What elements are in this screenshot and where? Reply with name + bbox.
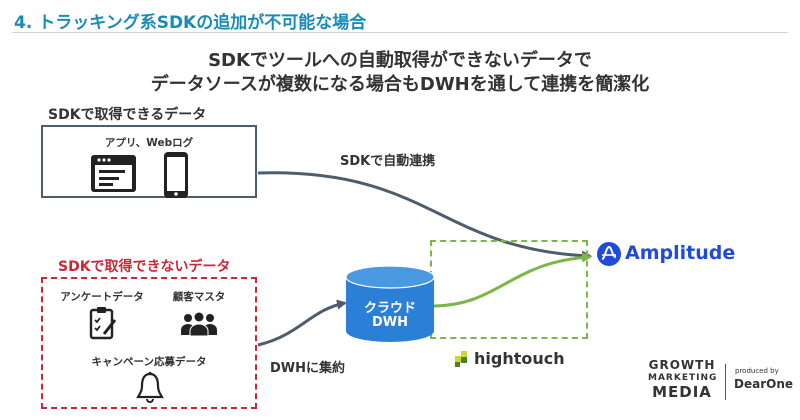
users-group-icon [181,311,217,336]
dwh-collect-label: DWHに集約 [270,361,346,376]
sdk-auto-link-label: SDKで自動連携 [340,154,436,169]
dwh-to-amplitude-arrow [433,252,592,308]
header-divider [12,32,788,33]
sdk-item-label: アプリ、Webログ [104,137,194,149]
nosdk-data-box [41,277,257,409]
survey-data-label: アンケートデータ [60,291,144,303]
growth-marketing-media-logo-growth: GROWTH [648,358,716,372]
campaign-data-label: キャンペーン応募データ [91,356,207,368]
amplitude-label: Amplitude [625,242,736,264]
headline-line-1: SDKでツールへの自動取得ができないデータで [208,50,592,71]
nosdk-section-title: SDKで取得できないデータ [58,259,231,275]
dearone-logo: DearOne [734,377,793,391]
hightouch-logo-icon [455,351,467,367]
sdk-section-title: SDKで取得できるデータ [48,107,207,123]
sdk-to-amplitude-arrow [257,171,592,261]
sdk-data-box [41,125,257,198]
page-title: 4. トラッキング系SDKの追加が不可能な場合 [14,13,367,33]
dwh-label-1: クラウド [363,301,416,316]
amplitude-logo-icon [597,242,621,266]
bell-icon [136,371,164,403]
browser-window-icon [91,155,136,192]
hightouch-label: hightouch [474,349,565,368]
dwh-label-2: DWH [371,315,408,330]
cloud-dwh-cylinder [345,265,435,342]
customer-master-label: 顧客マスタ [172,291,226,303]
growth-marketing-media-logo-marketing: MARKETING [648,373,718,383]
logo-divider [725,364,726,400]
nosdk-to-dwh-arrow [257,299,347,347]
clipboard-checklist-icon [89,307,117,340]
produced-by-label: produced by [735,367,779,375]
smartphone-icon [164,152,188,198]
hightouch-box [430,240,588,339]
headline-line-2: データソースが複数になる場合もDWHを通して連携を簡潔化 [150,74,650,95]
growth-marketing-media-logo-media: MEDIA [652,383,712,401]
